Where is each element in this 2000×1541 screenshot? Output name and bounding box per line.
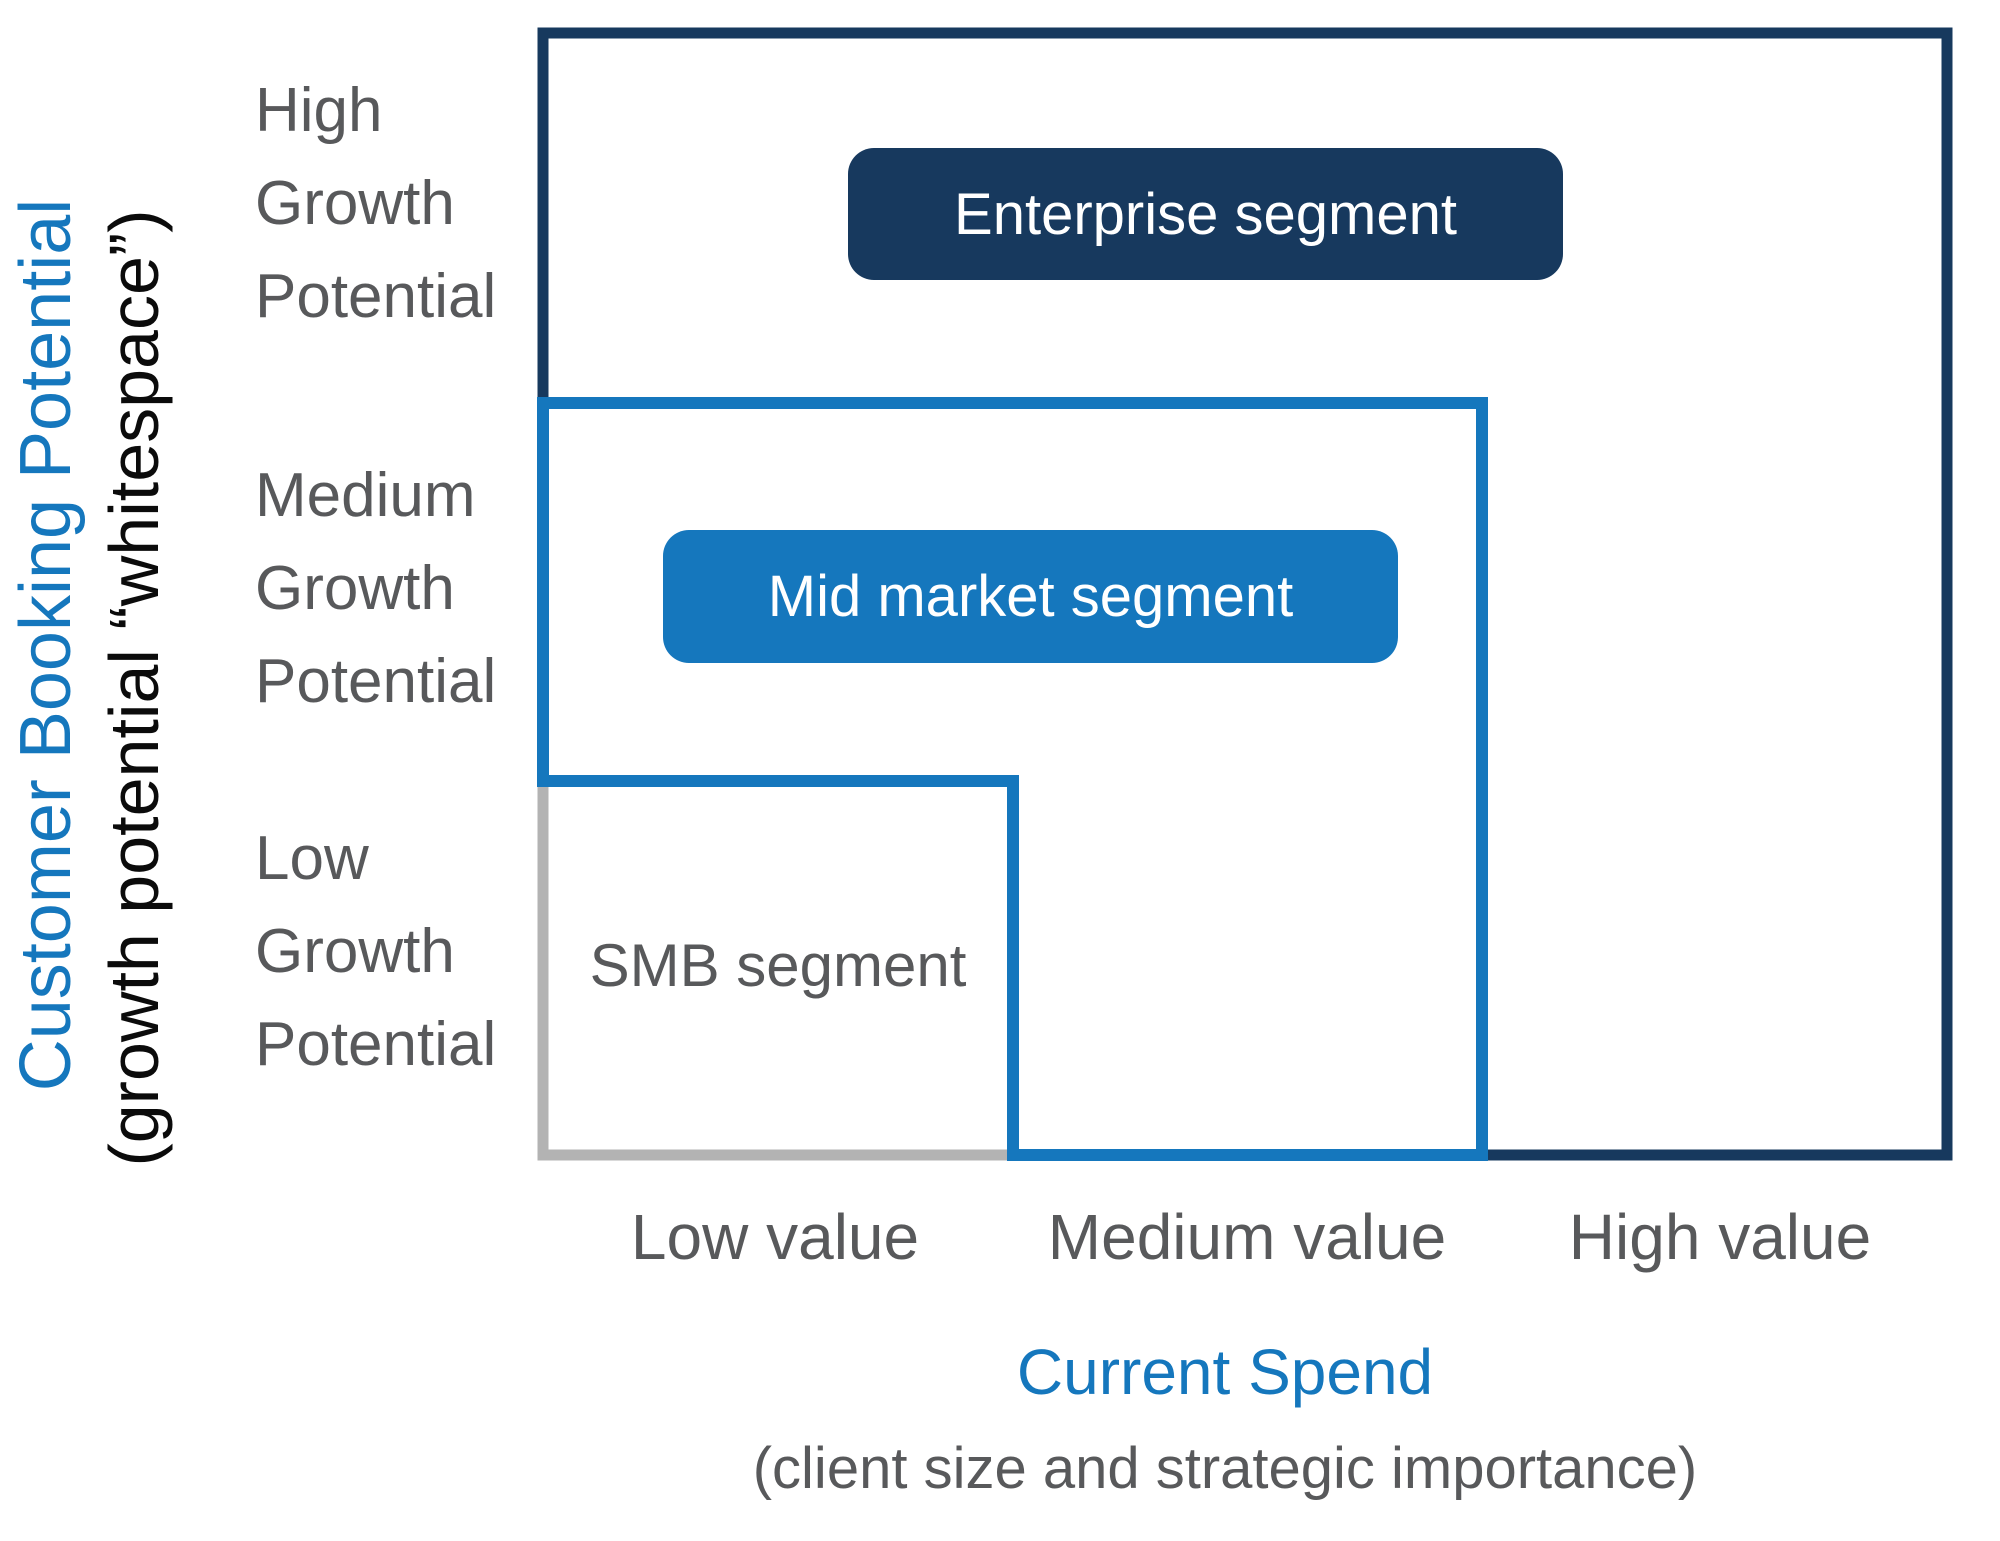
y-tick-line: Growth (255, 169, 455, 238)
smb-region-outline (537, 781, 1013, 1161)
smb-segment-label: SMB segment (589, 932, 967, 999)
x-tick-high-value: High value (1568, 1201, 1872, 1273)
x-axis-subtitle: (client size and strategic importance) (752, 1436, 1698, 1501)
y-tick-line: Growth (255, 917, 455, 986)
y-axis-subtitle: (growth potential “whitespace”) (95, 209, 173, 1167)
y-tick-line: High (255, 76, 383, 145)
y-tick-high-growth: High Growth Potential (255, 64, 545, 343)
midmarket-segment-badge: Mid market segment (663, 530, 1398, 663)
x-tick-medium-value: Medium value (1047, 1201, 1447, 1273)
x-tick-low-value: Low value (630, 1201, 920, 1273)
y-tick-medium-growth: Medium Growth Potential (255, 449, 545, 728)
x-axis-title: Current Spend (1016, 1336, 1434, 1408)
midmarket-region-outline (537, 397, 1488, 1161)
y-tick-line: Potential (255, 262, 497, 331)
y-tick-line: Potential (255, 647, 497, 716)
y-tick-low-growth: Low Growth Potential (255, 812, 545, 1091)
y-tick-line: Growth (255, 554, 455, 623)
y-tick-line: Low (255, 824, 369, 893)
y-axis-title: Customer Booking Potential (6, 198, 86, 1092)
enterprise-region-outline (537, 27, 1953, 1161)
y-tick-line: Potential (255, 1010, 497, 1079)
enterprise-segment-badge: Enterprise segment (848, 148, 1563, 280)
y-tick-line: Medium (255, 461, 476, 530)
